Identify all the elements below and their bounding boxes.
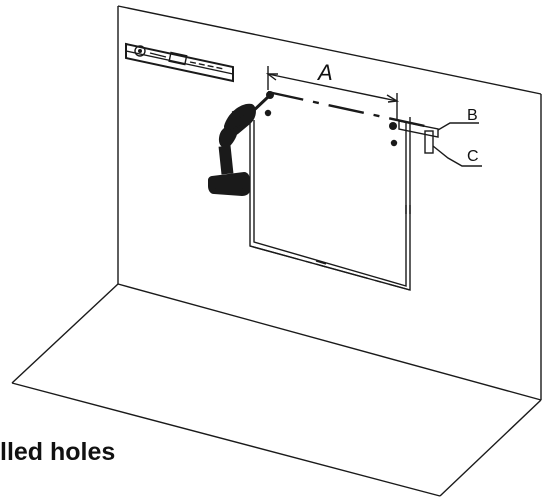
spirit-level (125, 42, 234, 83)
dimension-a: A (265, 60, 400, 119)
dimension-a-label: A (316, 60, 333, 85)
drill-hole-top-right (389, 122, 397, 130)
callout-b: B (437, 107, 479, 131)
level-bubble-left (134, 45, 146, 57)
callout-b-label: B (467, 107, 478, 124)
callout-c-label: C (467, 148, 479, 165)
level-vial-center (168, 51, 188, 66)
device-outline (249, 116, 411, 291)
floor (11, 283, 542, 497)
drill (208, 95, 270, 196)
wall (117, 5, 542, 400)
callout-c: C (432, 145, 482, 167)
caption-drilled-holes: lled holes (0, 438, 116, 466)
drill-hole-lower-right (390, 139, 398, 147)
drill-hole-lower-left (264, 109, 272, 117)
mounting-bracket (398, 120, 439, 154)
